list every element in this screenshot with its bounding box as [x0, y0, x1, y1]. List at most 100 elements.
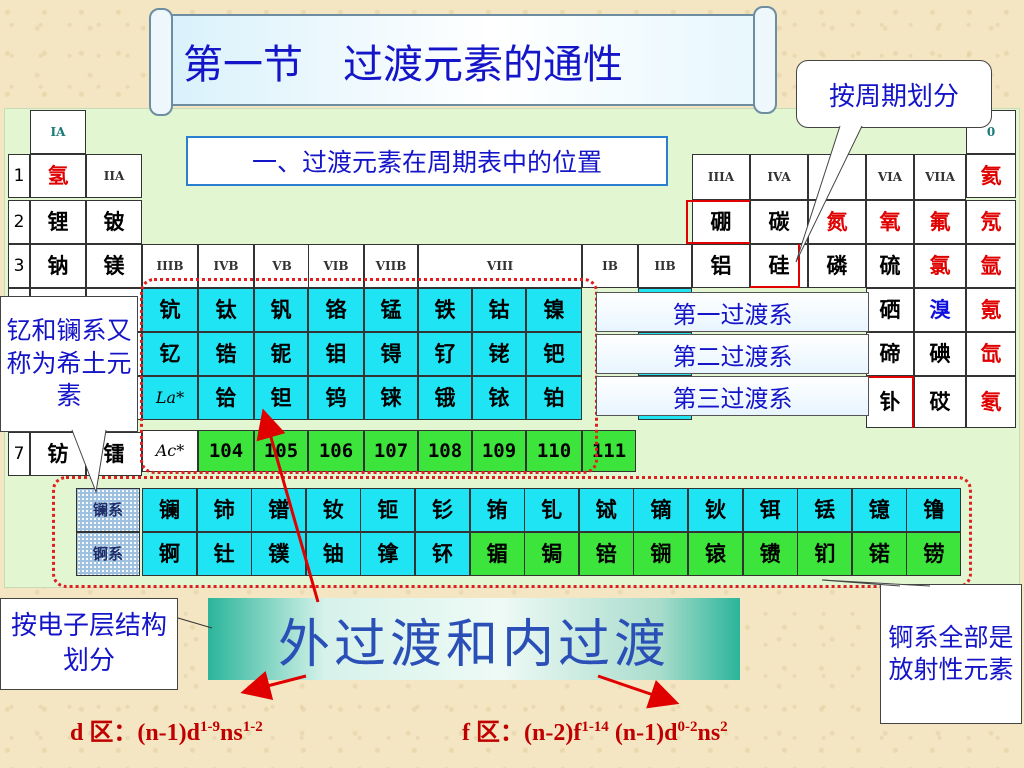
element-d7-4: 107 [364, 430, 418, 472]
element-lanthanide-3: 钕 [305, 488, 361, 532]
element-actinide-6: 镅 [469, 532, 525, 576]
element-d6-3: 钨 [308, 376, 364, 420]
transition-banner: 外过渡和内过渡 [208, 598, 740, 680]
group-label-viii: VIII [418, 244, 582, 288]
group-label-ivb: IVB [198, 244, 254, 288]
element-d6-6: 铱 [472, 376, 526, 420]
formula-d-mid: ns [220, 720, 243, 746]
element-d4-0: 钪 [142, 288, 198, 332]
pointer-line-electron [177, 617, 213, 629]
element-d7-8: 111 [582, 430, 636, 472]
element-actinide-2: 镤 [251, 532, 307, 576]
element-p-r2-4: 氟 [914, 200, 966, 244]
element-p-r5-1: 碘 [914, 332, 966, 376]
formula-f-mid2: ns [697, 720, 721, 746]
element-d7-7: 110 [526, 430, 582, 472]
group-label-ib: IB [582, 244, 638, 288]
formula-f-sup3: 2 [720, 719, 728, 735]
element-lanthanide-13: 镱 [851, 488, 907, 532]
lanthanide-series-label: 镧系 [76, 488, 140, 532]
element-p-r3-1: 硅 [750, 244, 808, 288]
element-p-r4-0: 硒 [866, 288, 914, 332]
element-na: 钠 [30, 244, 86, 288]
group-label-iia: IIA [86, 154, 142, 198]
period-label-2: 2 [8, 200, 30, 244]
page-title: 第一节 过渡元素的通性 [183, 42, 623, 88]
element-actinide-3: 铀 [305, 532, 361, 576]
element-d5-4: 锝 [364, 332, 418, 376]
element-p-r5-0: 碲 [866, 332, 914, 376]
element-p-r3-3: 硫 [866, 244, 914, 288]
element-be: 铍 [86, 200, 142, 244]
series-label-first: 第一过渡系 [596, 292, 869, 332]
element-d6-1: 铪 [198, 376, 254, 420]
element-lanthanide-11: 铒 [742, 488, 798, 532]
element-d5-6: 铑 [472, 332, 526, 376]
series-label-second: 第二过渡系 [596, 334, 869, 374]
element-actinide-9: 锎 [633, 532, 689, 576]
group-label-iva: IVA [750, 154, 808, 200]
element-d4-6: 钴 [472, 288, 526, 332]
element-fr: 钫 [30, 432, 86, 476]
element-d4-3: 铬 [308, 288, 364, 332]
group-label-vb: VB [254, 244, 310, 288]
element-d5-2: 铌 [254, 332, 308, 376]
period-label-1: 1 [8, 154, 30, 198]
element-d5-3: 钼 [308, 332, 364, 376]
element-d4-4: 锰 [364, 288, 418, 332]
element-d6-2: 钽 [254, 376, 308, 420]
element-d5-7: 钯 [526, 332, 582, 376]
element-d7-6: 109 [472, 430, 526, 472]
element-p-r6-2: 氡 [966, 376, 1016, 428]
element-lanthanide-6: 铕 [469, 488, 525, 532]
element-lanthanide-5: 钐 [415, 488, 470, 532]
period-label-7: 7 [8, 432, 30, 476]
scroll-curl-left [149, 8, 173, 116]
element-d7-5: 108 [418, 430, 472, 472]
formula-f-mid1: (n-1)d [608, 720, 678, 746]
element-d6-7: 铂 [526, 376, 582, 420]
element-d6-0: La* [142, 376, 198, 420]
element-p-r4-2: 氪 [966, 288, 1016, 332]
group-label-iiia: IIIA [692, 154, 750, 200]
element-ra: 镭 [86, 432, 142, 476]
group-label-viib: VIIB [364, 244, 418, 288]
element-p-r2-2: 氮 [808, 200, 866, 244]
element-actinide-7: 锔 [524, 532, 580, 576]
section-subtitle: 一、过渡元素在周期表中的位置 [186, 136, 668, 186]
element-lanthanide-10: 钬 [688, 488, 743, 532]
element-lanthanide-1: 铈 [196, 488, 252, 532]
element-actinide-10: 锿 [688, 532, 743, 576]
scroll-curl-right [753, 6, 777, 114]
element-lanthanide-0: 镧 [142, 488, 197, 532]
group-label-ia: IA [30, 110, 86, 154]
series-label-third: 第三过渡系 [596, 376, 869, 416]
element-actinide-14: 铹 [906, 532, 962, 576]
element-p-r3-0: 铝 [692, 244, 750, 288]
formula-d-sup2: 1-2 [242, 719, 263, 735]
callout-rare-earth: 钇和镧系又称为希土元素 [0, 296, 138, 432]
formula-f-sup2: 0-2 [677, 719, 698, 735]
element-actinide-0: 锕 [142, 532, 197, 576]
element-li: 锂 [30, 200, 86, 244]
element-d5-5: 钌 [418, 332, 472, 376]
element-actinide-13: 锘 [851, 532, 907, 576]
element-he: 氦 [966, 154, 1016, 198]
element-p-r2-1: 碳 [750, 200, 808, 244]
element-d5-1: 锆 [198, 332, 254, 376]
element-lanthanide-7: 钆 [524, 488, 580, 532]
element-lanthanide-2: 镨 [251, 488, 307, 532]
element-d4-7: 镍 [526, 288, 582, 332]
element-lanthanide-14: 镥 [906, 488, 962, 532]
callout-actinide-radioactive: 锕系全部是放射性元素 [880, 584, 1022, 724]
callout-electron-division: 按电子层结构划分 [0, 598, 178, 690]
group-label-viia: VIIA [914, 154, 966, 200]
element-actinide-11: 镄 [742, 532, 798, 576]
element-lanthanide-4: 钷 [360, 488, 416, 532]
group-label-iiib: IIIB [142, 244, 198, 288]
group-label-va [808, 154, 866, 200]
element-d4-5: 铁 [418, 288, 472, 332]
element-lanthanide-9: 镝 [633, 488, 689, 532]
element-mg: 镁 [86, 244, 142, 288]
element-d5-0: 钇 [142, 332, 198, 376]
